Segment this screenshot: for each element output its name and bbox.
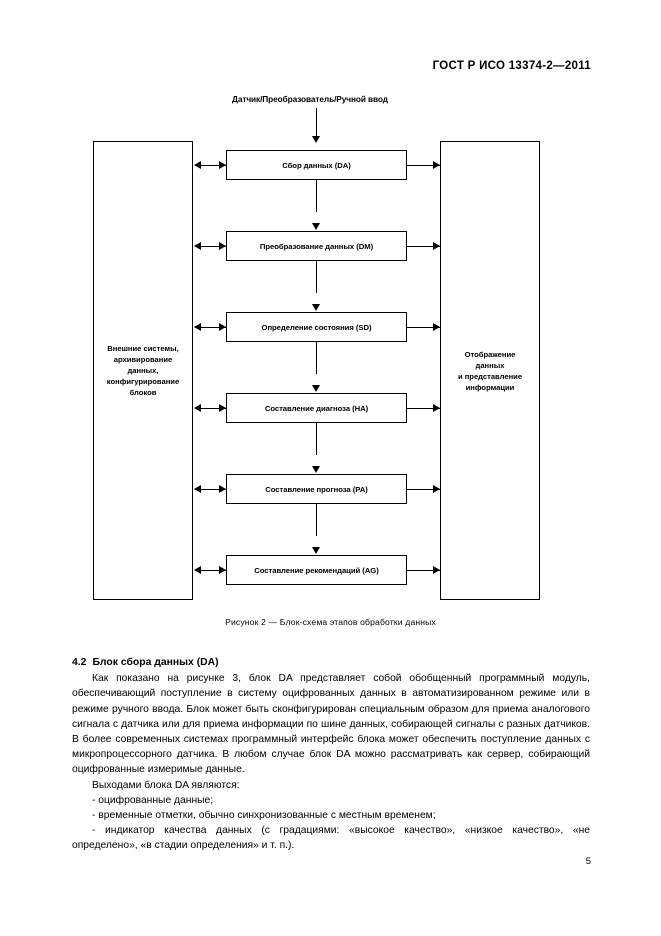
right-connector-ag <box>407 569 440 572</box>
source-connector-line <box>315 108 318 141</box>
process-box-ag: Составление рекомендаций (AG) <box>226 555 407 585</box>
left-panel-line-2: архивирование <box>113 355 173 364</box>
left-connector-ha <box>195 407 226 410</box>
process-box-ag-label: Составление рекомендаций (AG) <box>254 565 379 575</box>
right-arrowhead-pa <box>433 484 440 493</box>
left-arrowhead-in-ha <box>219 403 226 412</box>
right-arrowhead-ha <box>433 403 440 412</box>
list-item: - индикатор качества данных (с градациям… <box>72 825 590 852</box>
section-paragraph-1: Как показано на рисунке 3, блок DA предс… <box>72 673 590 776</box>
right-connector-pa <box>407 488 440 491</box>
down-arrowhead-dm <box>311 304 320 311</box>
down-connector-da <box>315 180 318 212</box>
process-box-da-label: Сбор данных (DA) <box>282 160 351 170</box>
right-arrowhead-dm <box>433 241 440 250</box>
down-arrowhead-pa <box>311 547 320 554</box>
left-panel-line-5: блоков <box>129 388 157 397</box>
left-connector-sd <box>195 326 226 329</box>
flow-source-label: Датчик/Преобразователь/Ручной ввод <box>232 94 388 104</box>
right-panel-line-2: данных <box>475 360 505 370</box>
down-arrowhead-sd <box>311 385 320 392</box>
left-arrowhead-in-sd <box>219 322 226 331</box>
left-panel-line-1: Внешние системы, <box>107 344 179 353</box>
figure-caption: Рисунок 2 — Блок-схема этапов обработки … <box>225 617 436 627</box>
left-connector-ag <box>195 569 226 572</box>
right-connector-dm <box>407 245 440 248</box>
left-arrowhead-dm <box>194 241 201 250</box>
down-connector-dm <box>315 261 318 293</box>
left-panel-line-4: конфигурирование <box>106 377 180 386</box>
section-body: 4.2 Блок сбора данных (DA) Как показано н… <box>72 655 590 854</box>
down-connector-pa <box>315 504 318 536</box>
page-number: 5 <box>585 856 591 867</box>
right-connector-ha <box>407 407 440 410</box>
process-box-pa: Составление прогноза (PA) <box>226 474 407 504</box>
process-box-da: Сбор данных (DA) <box>226 150 407 180</box>
left-arrowhead-in-dm <box>219 241 226 250</box>
left-context-panel: Внешние системы, архивирование данных, к… <box>93 141 193 600</box>
left-arrowhead-sd <box>194 322 201 331</box>
down-connector-sd <box>315 342 318 374</box>
left-arrowhead-in-da <box>219 160 226 169</box>
right-panel-line-3: и представление <box>457 371 523 381</box>
down-connector-ha <box>315 423 318 455</box>
process-box-ha-label: Составление диагноза (HA) <box>264 403 369 413</box>
section-number: 4.2 <box>72 657 87 668</box>
process-box-dm-label: Преобразование данных (DM) <box>259 241 374 251</box>
process-box-ha: Составление диагноза (HA) <box>226 393 407 423</box>
left-arrowhead-in-pa <box>219 484 226 493</box>
left-connector-pa <box>195 488 226 491</box>
right-panel-line-4: информации <box>465 382 515 392</box>
section-title: Блок сбора данных (DA) <box>92 657 219 668</box>
right-panel-line-1: Отображение <box>464 349 516 359</box>
figure-block-diagram: Датчик/Преобразователь/Ручной ввод Внешн… <box>0 84 661 640</box>
down-arrowhead-da <box>311 223 320 230</box>
right-arrowhead-ag <box>433 565 440 574</box>
right-arrowhead-sd <box>433 322 440 331</box>
left-panel-line-3: данных, <box>127 366 159 375</box>
right-arrowhead-da <box>433 160 440 169</box>
left-connector-dm <box>195 245 226 248</box>
process-box-dm: Преобразование данных (DM) <box>226 231 407 261</box>
page-header-standard-code: ГОСТ Р ИСО 13374-2—2011 <box>432 60 591 72</box>
process-box-sd: Определение состояния (SD) <box>226 312 407 342</box>
left-connector-da <box>195 164 226 167</box>
down-arrowhead-ha <box>311 466 320 473</box>
source-arrowhead <box>311 136 320 143</box>
process-box-pa-label: Составление прогноза (PA) <box>265 484 368 494</box>
left-arrowhead-da <box>194 160 201 169</box>
section-paragraph-2: Выходами блока DA являются: <box>92 779 240 791</box>
process-box-sd-label: Определение состояния (SD) <box>261 322 372 332</box>
list-item: - временные отметки, обычно синхронизова… <box>92 810 436 822</box>
right-connector-sd <box>407 326 440 329</box>
left-arrowhead-in-ag <box>219 565 226 574</box>
right-context-panel: Отображение данных и представление инфор… <box>440 141 540 600</box>
left-arrowhead-ag <box>194 565 201 574</box>
left-arrowhead-pa <box>194 484 201 493</box>
right-connector-da <box>407 164 440 167</box>
left-arrowhead-ha <box>194 403 201 412</box>
list-item: - оцифрованные данные; <box>92 794 214 806</box>
section-heading: 4.2 Блок сбора данных (DA) <box>72 655 590 670</box>
